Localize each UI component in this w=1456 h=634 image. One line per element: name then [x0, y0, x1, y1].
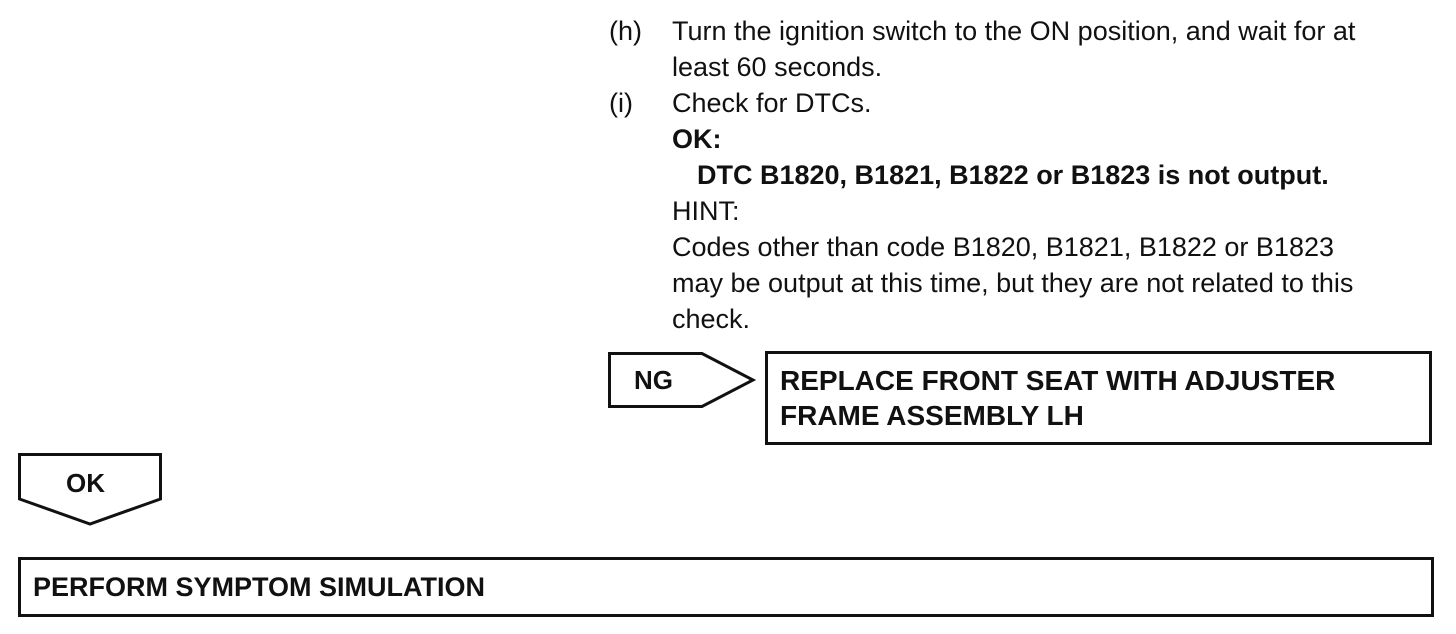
ng-action-line-1: REPLACE FRONT SEAT WITH ADJUSTER: [780, 365, 1336, 396]
step-h-line-1: Turn the ignition switch to the ON posit…: [672, 16, 1356, 46]
ok-condition: DTC B1820, B1821, B1822 or B1823 is not …: [697, 160, 1329, 190]
hint-heading: HINT:: [672, 196, 740, 226]
step-i-text: Check for DTCs.: [672, 88, 872, 118]
ng-action-box: REPLACE FRONT SEAT WITH ADJUSTER FRAME A…: [765, 351, 1432, 445]
ng-label: NG: [634, 365, 673, 395]
ng-arrow-shape: [608, 352, 756, 408]
ok-heading: OK:: [672, 124, 722, 154]
ok-branch-flag: OK: [18, 453, 162, 527]
ok-arrow-shape: [18, 453, 162, 526]
ng-branch-flag: NG: [608, 352, 756, 408]
hint-line-3: check.: [672, 304, 751, 334]
step-i-label: (i): [609, 88, 633, 118]
step-h-label: (h): [609, 16, 642, 46]
ok-action-text: PERFORM SYMPTOM SIMULATION: [33, 572, 485, 602]
ng-action-line-2: FRAME ASSEMBLY LH: [780, 400, 1084, 431]
step-h-line-2: least 60 seconds.: [672, 52, 883, 82]
ok-action-box: PERFORM SYMPTOM SIMULATION: [18, 557, 1434, 617]
hint-line-1: Codes other than code B1820, B1821, B182…: [672, 232, 1335, 262]
ok-label: OK: [66, 468, 105, 498]
hint-line-2: may be output at this time, but they are…: [672, 268, 1354, 298]
